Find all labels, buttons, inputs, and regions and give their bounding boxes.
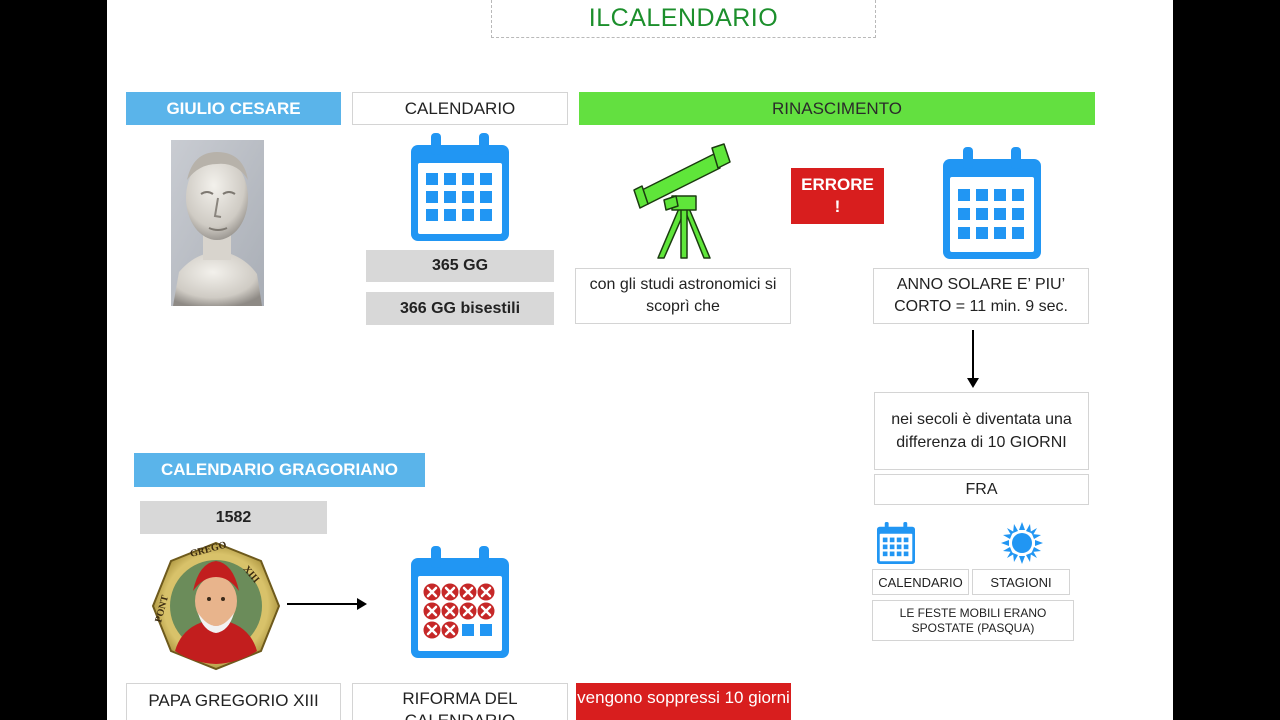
box-anno-solare: ANNO SOLARE E’ PIU’ CORTO = 11 min. 9 se… — [873, 268, 1089, 324]
calendar-icon — [411, 133, 509, 241]
box-differenza-10-giorni: nei secoli è diventata una differenza di… — [874, 392, 1089, 470]
box-366-gg-bisestili: 366 GG bisestili — [366, 292, 554, 325]
box-studi-astronomici: con gli studi astronomici si scoprì che — [575, 268, 791, 324]
telescope-icon — [633, 143, 731, 259]
box-feste-mobili: LE FESTE MOBILI ERANO SPOSTATE (PASQUA) — [872, 600, 1074, 641]
arrow-down-icon — [967, 330, 979, 388]
slide: ILCALENDARIO GIULIO CESARE CALENDARIO RI… — [107, 0, 1173, 720]
header-giulio-cesare: GIULIO CESARE — [126, 92, 341, 125]
box-365-gg: 365 GG — [366, 250, 554, 282]
box-1582: 1582 — [140, 501, 327, 534]
calendar-icon — [943, 147, 1041, 259]
calendar-icon — [877, 522, 915, 564]
julius-caesar-bust-image — [171, 140, 264, 306]
header-rinascimento: RINASCIMENTO — [579, 92, 1095, 125]
pope-gregory-portrait-image: GREGO XIII PONT — [151, 540, 281, 671]
box-soppressi-10-giorni: vengono soppressi 10 giorni — [576, 683, 791, 720]
sun-icon — [1001, 522, 1043, 564]
arrow-right-icon — [287, 598, 367, 610]
box-stagioni: STAGIONI — [972, 569, 1070, 595]
box-calendario-small: CALENDARIO — [872, 569, 969, 595]
box-fra: FRA — [874, 474, 1089, 505]
box-papa-gregorio: PAPA GREGORIO XIII — [126, 683, 341, 720]
page-title: ILCALENDARIO — [491, 0, 876, 38]
header-calendario: CALENDARIO — [352, 92, 568, 125]
box-riforma-calendario: RIFORMA DEL CALENDARIO — [352, 683, 568, 720]
box-errore: ERRORE ! — [791, 168, 884, 224]
header-calendario-gregoriano: CALENDARIO GRAGORIANO — [134, 453, 425, 487]
calendar-crossed-icon — [411, 546, 509, 658]
